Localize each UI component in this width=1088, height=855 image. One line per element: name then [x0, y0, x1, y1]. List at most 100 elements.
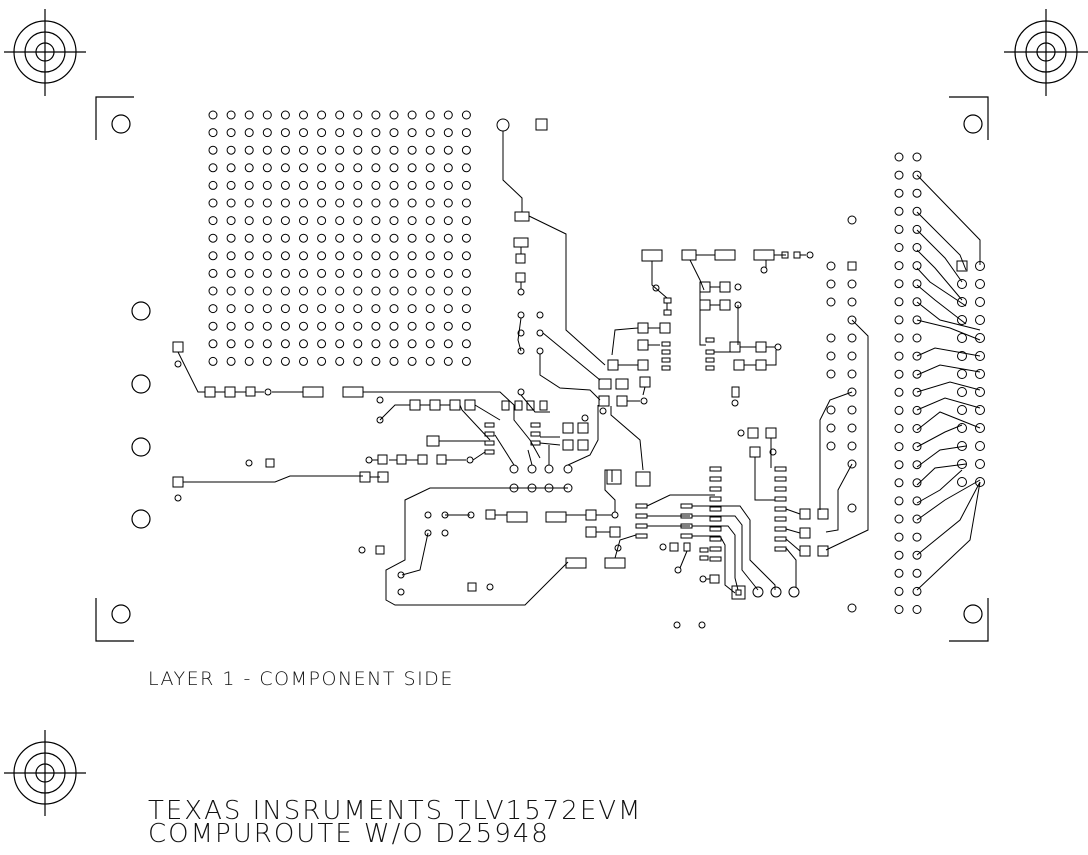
proto-hole — [461, 286, 471, 296]
header-pin — [894, 605, 904, 614]
proto-hole — [208, 180, 218, 190]
proto-hole — [317, 339, 327, 349]
proto-hole — [407, 321, 417, 331]
proto-hole — [407, 304, 417, 314]
proto-hole — [335, 180, 345, 190]
proto-hole — [371, 198, 381, 208]
header-pin — [894, 460, 904, 470]
board-title-line2: COMPUROUTE W/O D25948 — [148, 819, 550, 849]
fiducial-top-right — [1004, 9, 1088, 96]
proto-hole — [443, 356, 453, 366]
header-pin — [912, 297, 922, 307]
header-pin — [912, 243, 922, 252]
proto-hole — [280, 145, 290, 155]
proto-hole — [208, 356, 218, 366]
proto-hole — [389, 233, 399, 243]
proto-hole — [335, 145, 345, 155]
proto-hole — [389, 198, 399, 208]
proto-hole — [425, 304, 435, 314]
proto-hole — [299, 216, 308, 226]
board-title-line1: TEXAS INSRUMENTS TLV1572EVM — [148, 796, 643, 826]
proto-hole — [425, 286, 435, 296]
header-pin — [912, 170, 922, 180]
proto-hole — [443, 145, 453, 155]
header-pin — [894, 297, 904, 307]
proto-hole — [226, 251, 236, 261]
proto-hole — [371, 356, 381, 366]
proto-hole — [353, 163, 363, 173]
proto-hole — [244, 286, 254, 296]
proto-hole — [262, 251, 272, 261]
header-pin — [912, 279, 922, 289]
proto-hole — [353, 216, 363, 226]
proto-hole — [280, 216, 290, 226]
proto-hole — [299, 128, 308, 138]
proto-hole — [371, 286, 381, 296]
proto-hole — [443, 321, 453, 331]
proto-hole — [226, 286, 236, 296]
proto-hole — [244, 180, 254, 190]
proto-hole — [461, 233, 471, 243]
middle-components — [598, 292, 782, 487]
proto-hole — [262, 286, 272, 296]
proto-hole — [226, 128, 236, 138]
edge-connector-pads — [131, 301, 151, 529]
proto-hole — [262, 180, 272, 190]
proto-hole — [317, 145, 327, 155]
header-pin — [894, 152, 904, 162]
proto-hole — [443, 233, 453, 243]
header-pin — [894, 424, 904, 433]
proto-hole — [280, 268, 290, 278]
proto-hole — [244, 216, 254, 226]
proto-hole — [317, 198, 327, 208]
proto-hole — [335, 110, 345, 120]
proto-hole — [425, 180, 435, 190]
proto-hole — [443, 251, 453, 261]
connector-pin — [957, 459, 967, 469]
proto-hole — [280, 110, 290, 120]
proto-hole — [262, 356, 272, 366]
header-pin — [894, 496, 904, 506]
proto-hole — [244, 304, 254, 314]
proto-hole — [226, 356, 236, 366]
header-pin — [912, 460, 922, 470]
header-pin — [894, 279, 904, 289]
proto-hole — [280, 198, 290, 208]
proto-hole — [389, 128, 399, 138]
mounting-holes — [111, 114, 983, 624]
proto-hole — [317, 110, 327, 120]
proto-hole — [425, 339, 435, 349]
proto-hole — [317, 251, 327, 261]
main-ic-area — [635, 427, 829, 629]
proto-hole — [299, 233, 308, 243]
header-pin — [894, 568, 904, 578]
connector-pin — [975, 315, 985, 325]
proto-hole — [443, 286, 453, 296]
upper-components — [496, 118, 814, 366]
proto-hole — [244, 145, 254, 155]
header-pin — [912, 351, 922, 361]
proto-hole — [299, 163, 308, 173]
proto-hole — [443, 128, 453, 138]
header-pin — [894, 351, 904, 361]
proto-hole — [317, 321, 327, 331]
proto-hole — [208, 198, 218, 208]
proto-hole — [335, 233, 345, 243]
proto-hole — [262, 268, 272, 278]
header-pin — [912, 478, 922, 488]
header-fanout-traces — [916, 174, 981, 591]
proto-hole — [425, 163, 435, 173]
proto-hole — [208, 128, 218, 138]
proto-hole — [244, 128, 254, 138]
header-pin — [912, 568, 922, 578]
proto-hole — [425, 110, 435, 120]
proto-hole — [389, 145, 399, 155]
proto-hole — [353, 268, 363, 278]
proto-hole — [280, 180, 290, 190]
proto-hole — [226, 198, 236, 208]
proto-hole — [299, 198, 308, 208]
proto-hole — [226, 304, 236, 314]
proto-hole — [425, 216, 435, 226]
header-pin — [894, 315, 904, 325]
header-pin — [894, 405, 904, 415]
